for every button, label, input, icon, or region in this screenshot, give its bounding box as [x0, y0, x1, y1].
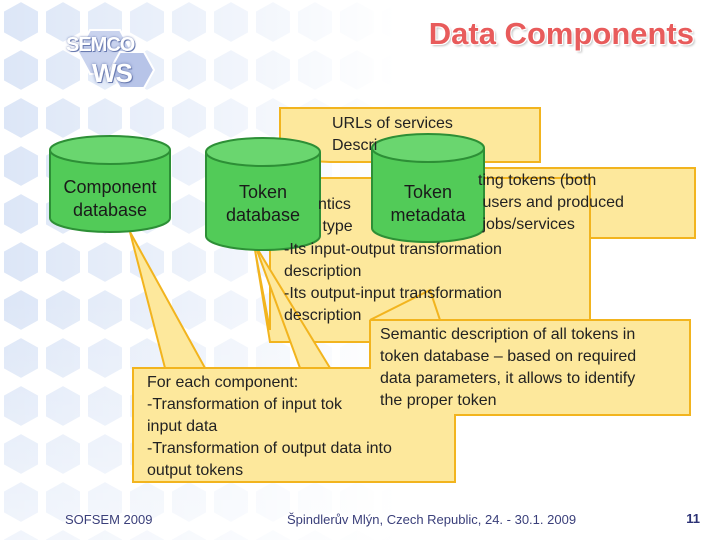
callout-semantic-text: Semantic description of all tokens in to…	[380, 326, 637, 409]
token-metadata-label: Token metadata	[390, 182, 466, 225]
token-database-cylinder[interactable]	[205, 137, 321, 251]
logo-ws-text: WS	[92, 58, 133, 88]
callout-transformation-text: -Its input-output transformation descrip…	[284, 241, 502, 324]
callout-token-behind-text: ntics type	[318, 196, 353, 235]
footer-location: Špindlerův Mlýn, Czech Republic, 24. - 3…	[287, 512, 577, 527]
slide-title: Data Components	[428, 16, 694, 51]
callout-component-text: For each component: -Transformation of i…	[147, 374, 392, 479]
logo-semco-text: SEMCO	[66, 34, 135, 56]
component-database-label: Component database	[63, 177, 157, 220]
callout-urls-text: URLs of services Descri	[332, 115, 453, 154]
callout-tokens-text: ting tokens (both users and produced job…	[478, 172, 624, 233]
semco-ws-logo: SEMCO WS	[60, 22, 170, 92]
page-number: 11	[686, 511, 700, 526]
token-database-label: Token database	[225, 182, 301, 225]
footer-conference: SOFSEM 2009	[65, 512, 153, 527]
token-metadata-cylinder[interactable]	[371, 133, 485, 243]
callout-transformation	[254, 177, 591, 343]
logo-hexagon-icon	[76, 29, 156, 89]
component-database-cylinder[interactable]	[49, 135, 171, 233]
